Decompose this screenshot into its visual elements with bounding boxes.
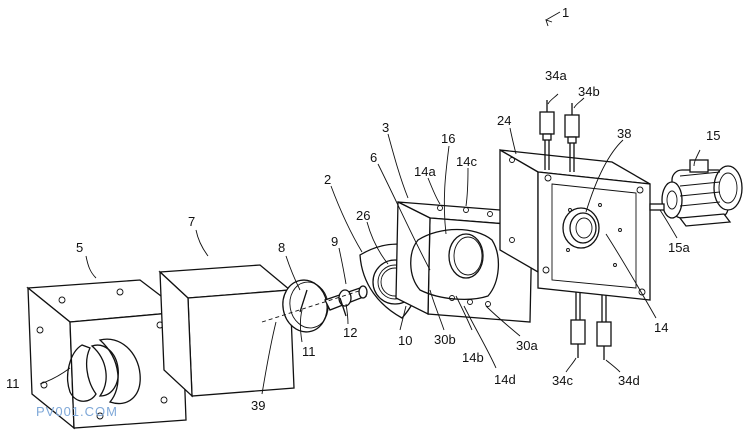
label-12: 12 (343, 325, 357, 340)
label-5: 5 (76, 240, 83, 255)
label-38: 38 (617, 126, 631, 141)
shaft (324, 285, 368, 317)
label-11-left: 11 (6, 376, 20, 391)
label-14c: 14c (456, 154, 477, 169)
injector-34a (539, 100, 555, 170)
reference-labels: 1 5 7 8 9 2 26 3 6 16 14a 14c 24 34a 34b… (6, 5, 720, 413)
label-10: 10 (398, 333, 412, 348)
label-34a: 34a (545, 68, 567, 83)
label-3: 3 (382, 120, 389, 135)
label-34b: 34b (578, 84, 600, 99)
label-34d: 34d (618, 373, 640, 388)
label-11-disc: 11 (302, 344, 316, 359)
label-8: 8 (278, 240, 285, 255)
label-30a: 30a (516, 338, 538, 353)
leader-lines (39, 11, 701, 395)
label-14d: 14d (494, 372, 516, 387)
injector-34b (564, 103, 580, 172)
label-14b: 14b (462, 350, 484, 365)
label-24: 24 (497, 113, 511, 128)
axis-line (261, 289, 363, 323)
label-9: 9 (331, 234, 338, 249)
label-34c: 34c (552, 373, 573, 388)
injector-34c (570, 292, 586, 358)
label-1: 1 (562, 5, 569, 20)
side-plate-left (26, 279, 187, 430)
label-6: 6 (370, 150, 377, 165)
motor (649, 159, 743, 227)
label-15: 15 (706, 128, 720, 143)
injector-34d (596, 295, 612, 360)
end-frame (499, 148, 651, 301)
label-15a: 15a (668, 240, 690, 255)
label-2: 2 (324, 172, 331, 187)
gasket-plate (158, 264, 295, 398)
label-30b: 30b (434, 332, 456, 347)
label-26: 26 (356, 208, 370, 223)
label-14: 14 (654, 320, 668, 335)
label-16: 16 (441, 131, 455, 146)
label-7: 7 (188, 214, 195, 229)
watermark: PV001.COM (36, 404, 118, 419)
label-39: 39 (251, 398, 265, 413)
label-14a: 14a (414, 164, 436, 179)
